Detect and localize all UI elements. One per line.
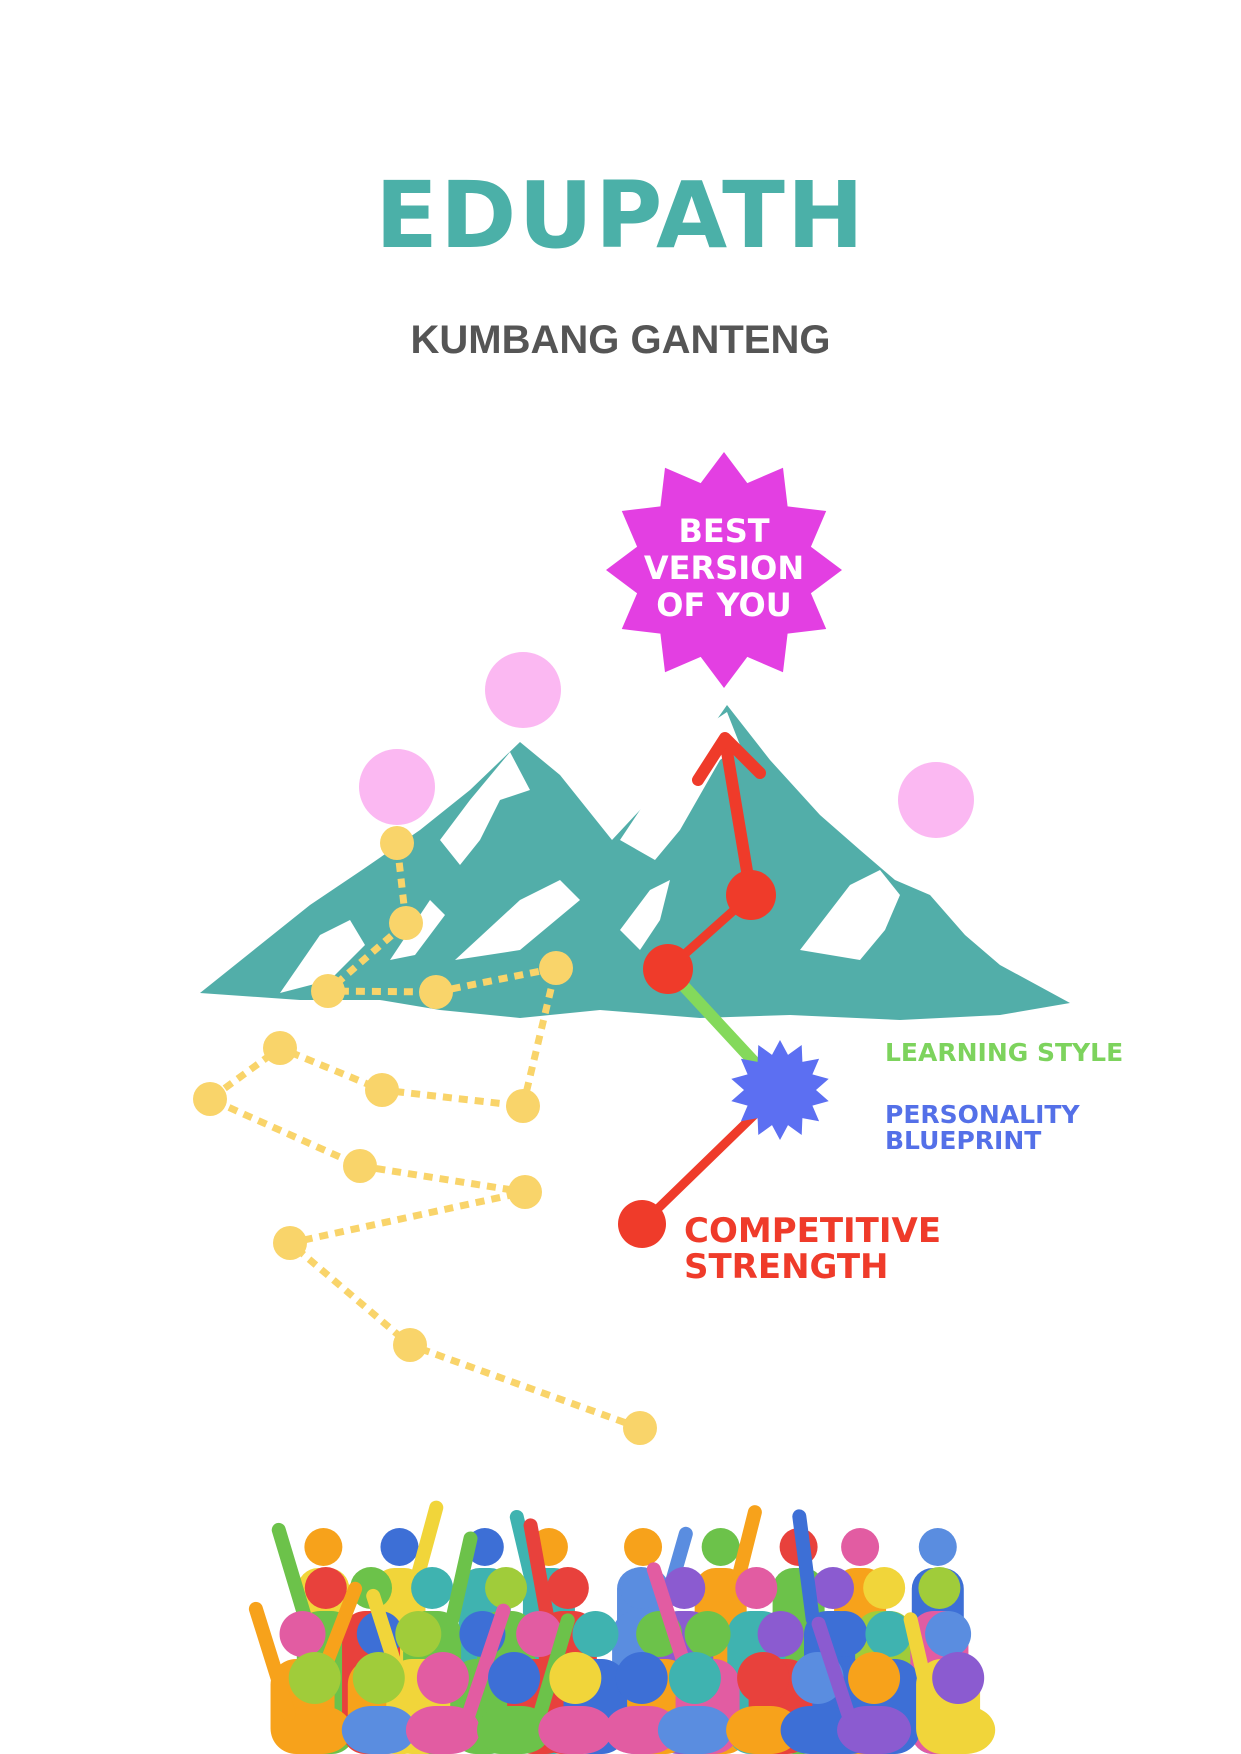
path-dot [508, 1175, 542, 1209]
crowd-person-head [863, 1567, 906, 1609]
competitive-node [618, 1200, 666, 1248]
crowd-person-head [549, 1652, 602, 1704]
crowd-person-head [352, 1652, 405, 1704]
crowd-person-head [624, 1528, 663, 1566]
crowd-person-head [668, 1652, 721, 1704]
learning-style-label: LEARNING STYLE [885, 1038, 1124, 1067]
personality-blueprint-label: PERSONALITY BLUEPRINT [885, 1100, 1080, 1156]
crowd-raised-arm [646, 1562, 693, 1674]
competitive-strength-label: COMPETITIVE STRENGTH [684, 1211, 942, 1287]
crowd-person-head [663, 1567, 706, 1609]
crowd-person-head [735, 1567, 778, 1609]
crowd-raised-arm [811, 1616, 856, 1721]
crowd-person-head [488, 1652, 541, 1704]
crowd-person-head [304, 1567, 347, 1609]
crowd-raised-arm [731, 1505, 762, 1583]
crowd-person-head [411, 1567, 454, 1609]
crowd-person-head [572, 1611, 619, 1657]
crowd-person-head [516, 1611, 563, 1657]
crowd-person-head [918, 1528, 957, 1566]
badge-line-1: BEST [678, 512, 769, 550]
path-dot [263, 1031, 297, 1065]
crowd-person-head [757, 1611, 804, 1657]
crowd-raised-arm [461, 1603, 511, 1721]
crowd-person-head [395, 1611, 442, 1657]
crowd-person-head [416, 1652, 469, 1704]
pink-circle-2 [359, 749, 435, 825]
path-dot [193, 1082, 227, 1116]
path-dot [506, 1089, 540, 1123]
crowd-raised-arm [792, 1509, 820, 1626]
crowd-raised-arm [509, 1509, 538, 1583]
crowd-person-body [604, 1706, 679, 1754]
crowd-person-head [615, 1652, 668, 1704]
yellow-dotted-path [193, 826, 657, 1445]
arrow-up-icon [692, 732, 766, 786]
path-node [726, 870, 776, 920]
crowd-person-body [538, 1706, 613, 1754]
cover-subtitle: KUMBANG GANTENG [410, 318, 831, 362]
crowd-person-body [837, 1706, 912, 1754]
crowd-raised-arm [903, 1612, 940, 1721]
path-dot [389, 906, 423, 940]
badge-line-3: OF YOU [656, 586, 791, 624]
crowd-raised-arm [271, 1522, 313, 1626]
path-dot [419, 975, 453, 1009]
path-dot [343, 1149, 377, 1183]
crowd-raised-arm [445, 1531, 478, 1626]
crowd-person-body [657, 1706, 732, 1754]
crowd-person-head [701, 1528, 740, 1566]
path-node [643, 944, 693, 994]
crowd-raised-arm [410, 1500, 444, 1583]
path-dot [393, 1328, 427, 1362]
mountain-range [200, 705, 1070, 1020]
crowd-person-body [477, 1706, 552, 1754]
crowd-raised-arm [523, 1518, 555, 1626]
crowd-raised-arm [366, 1588, 403, 1674]
crowd-person-body [726, 1706, 801, 1754]
path-dot [539, 951, 573, 985]
path-dot [365, 1073, 399, 1107]
cover-title: EDUPATH [375, 162, 866, 269]
pink-circle-1 [485, 652, 561, 728]
crowd-person-head [932, 1652, 985, 1704]
crowd-person-head [279, 1611, 326, 1657]
crowd-person-body [405, 1706, 480, 1754]
crowd-person-head [811, 1567, 854, 1609]
crowd-person-head [350, 1567, 393, 1609]
path-dot [380, 826, 414, 860]
crowd-person-head [546, 1567, 589, 1609]
path-dot [273, 1226, 307, 1260]
crowd-person-head [925, 1611, 972, 1657]
crowd-person-head [918, 1567, 961, 1609]
crowd-person-body [341, 1706, 416, 1754]
path-dot [311, 974, 345, 1008]
success-path [618, 732, 829, 1248]
crowd-person-head [865, 1611, 912, 1657]
crowd-person-head [485, 1567, 528, 1609]
crowd-person-head [848, 1652, 901, 1704]
crowd-person-head [304, 1528, 343, 1566]
crowd-raised-arm [248, 1601, 296, 1721]
blue-star-icon [731, 1040, 829, 1140]
crowd-person-head [380, 1528, 419, 1566]
crowd-person-head [737, 1652, 790, 1704]
pink-circle-3 [898, 762, 974, 838]
crowd-raised-arm [317, 1581, 363, 1674]
crowd-person-head [288, 1652, 341, 1704]
crowd-illustration [248, 1500, 996, 1754]
path-dot [623, 1411, 657, 1445]
crowd-person-head [684, 1611, 731, 1657]
best-version-badge: BEST VERSION OF YOU [606, 452, 842, 688]
crowd-person-body [780, 1706, 855, 1754]
crowd-person-body [277, 1706, 352, 1754]
badge-line-2: VERSION [644, 549, 804, 587]
crowd-person-body [921, 1706, 996, 1754]
crowd-person-head [841, 1528, 880, 1566]
